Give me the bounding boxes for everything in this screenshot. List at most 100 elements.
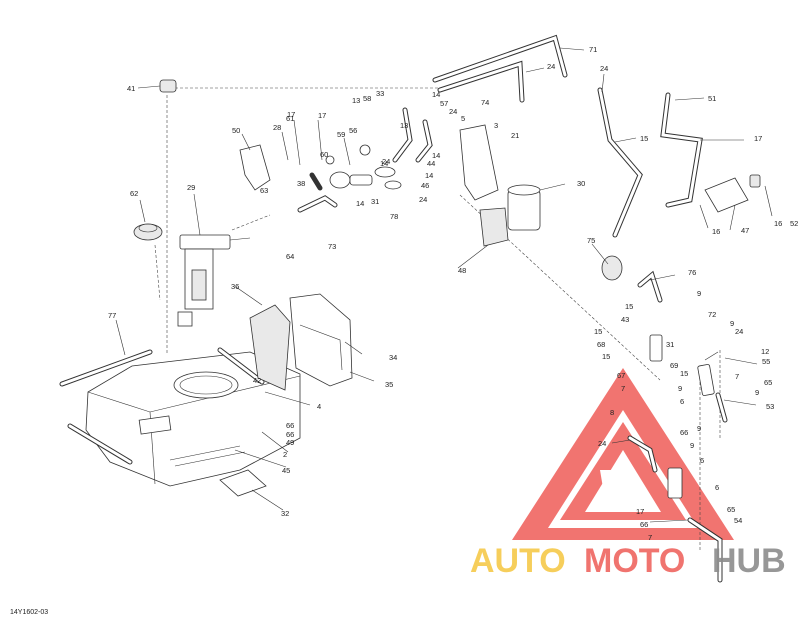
label-14e: 14 <box>380 159 388 168</box>
label-46: 46 <box>421 181 429 190</box>
watermark-hub: HUB <box>712 542 786 580</box>
label-51: 51 <box>708 94 716 103</box>
label-28: 28 <box>273 123 281 132</box>
label-2: 2 <box>283 450 287 459</box>
label-52: 52 <box>790 219 798 228</box>
label-77: 77 <box>108 311 116 320</box>
label-15b: 15 <box>625 302 633 311</box>
label-29: 29 <box>187 183 195 192</box>
label-12: 12 <box>761 347 769 356</box>
label-24a: 24 <box>449 107 457 116</box>
label-14b: 14 <box>432 151 440 160</box>
label-6a: 6 <box>680 397 684 406</box>
label-76: 76 <box>688 268 696 277</box>
label-49: 49 <box>286 438 294 447</box>
fitting-41 <box>159 79 177 93</box>
label-60: 60 <box>320 150 328 159</box>
label-38: 38 <box>297 179 305 188</box>
bracket-50 <box>239 144 271 191</box>
label-9d: 9 <box>755 388 759 397</box>
charcoal-canister <box>479 184 541 247</box>
label-8: 8 <box>610 408 614 417</box>
label-69: 69 <box>670 361 678 370</box>
label-17a: 17 <box>287 110 295 119</box>
label-16b: 16 <box>774 219 782 228</box>
label-66a: 66 <box>286 421 294 430</box>
label-63: 63 <box>260 186 268 195</box>
label-66d: 66 <box>640 520 648 529</box>
valve-47 <box>704 174 761 213</box>
automotohub-watermark <box>512 368 734 540</box>
label-56: 56 <box>349 126 357 135</box>
label-62: 62 <box>130 189 138 198</box>
label-17b: 17 <box>318 111 326 120</box>
hose-cluster-center <box>297 107 433 213</box>
label-13b: 13 <box>400 121 408 130</box>
fuel-pump-module <box>177 234 251 327</box>
fuel-line-assembly-right <box>601 255 728 583</box>
label-6b: 6 <box>700 456 704 465</box>
label-43: 43 <box>621 315 629 324</box>
label-5: 5 <box>461 114 465 123</box>
label-73: 73 <box>328 242 336 251</box>
label-9b: 9 <box>730 319 734 328</box>
label-47: 47 <box>741 226 749 235</box>
label-24c: 24 <box>600 64 608 73</box>
label-67: 67 <box>617 371 625 380</box>
label-45: 45 <box>282 466 290 475</box>
heat-shields <box>249 293 353 391</box>
label-14c: 14 <box>425 171 433 180</box>
label-7c: 7 <box>648 533 652 542</box>
label-48: 48 <box>458 266 466 275</box>
label-36: 36 <box>231 282 239 291</box>
label-24b: 24 <box>547 62 555 71</box>
label-9e: 9 <box>697 424 701 433</box>
label-16a: 16 <box>712 227 720 236</box>
label-42: 42 <box>253 376 261 385</box>
label-13a: 13 <box>352 96 360 105</box>
label-53: 53 <box>766 402 774 411</box>
label-54: 54 <box>734 516 742 525</box>
label-74: 74 <box>481 98 489 107</box>
label-44: 44 <box>427 159 435 168</box>
watermark-auto: AUTO <box>470 542 566 580</box>
label-7b: 7 <box>621 384 625 393</box>
label-66c: 66 <box>680 428 688 437</box>
label-15c: 15 <box>594 327 602 336</box>
label-78: 78 <box>390 212 398 221</box>
vent-tubes-top <box>432 34 568 103</box>
label-15a: 15 <box>640 134 648 143</box>
label-6c: 6 <box>715 483 719 492</box>
diagram-code: 14Y1602-03 <box>10 609 48 616</box>
bracket-74 <box>459 124 499 201</box>
label-57: 57 <box>440 99 448 108</box>
label-50: 50 <box>232 126 240 135</box>
label-65b: 65 <box>727 505 735 514</box>
label-14d: 14 <box>356 199 364 208</box>
label-15d: 15 <box>602 352 610 361</box>
label-7a: 7 <box>735 372 739 381</box>
label-64: 64 <box>286 252 294 261</box>
watermark-moto: MOTO <box>584 542 685 580</box>
tank-straps <box>59 347 265 465</box>
label-14a: 14 <box>432 90 440 99</box>
leader-lines <box>115 47 773 523</box>
label-65a: 65 <box>764 378 772 387</box>
label-33: 33 <box>376 89 384 98</box>
label-9c: 9 <box>678 384 682 393</box>
label-24e: 24 <box>419 195 427 204</box>
label-31b: 31 <box>666 340 674 349</box>
label-30: 30 <box>577 179 585 188</box>
label-71: 71 <box>589 45 597 54</box>
fuel-tank <box>85 351 301 487</box>
label-9f: 9 <box>690 441 694 450</box>
label-68: 68 <box>597 340 605 349</box>
label-55: 55 <box>762 357 770 366</box>
part-number-labels: 41 50 28 61 17 17 60 59 56 13 58 33 14 5… <box>108 45 798 542</box>
plate-32 <box>219 469 267 497</box>
label-9a: 9 <box>697 289 701 298</box>
label-32: 32 <box>281 509 289 518</box>
label-24d: 24 <box>382 157 390 166</box>
label-17c: 17 <box>754 134 762 143</box>
